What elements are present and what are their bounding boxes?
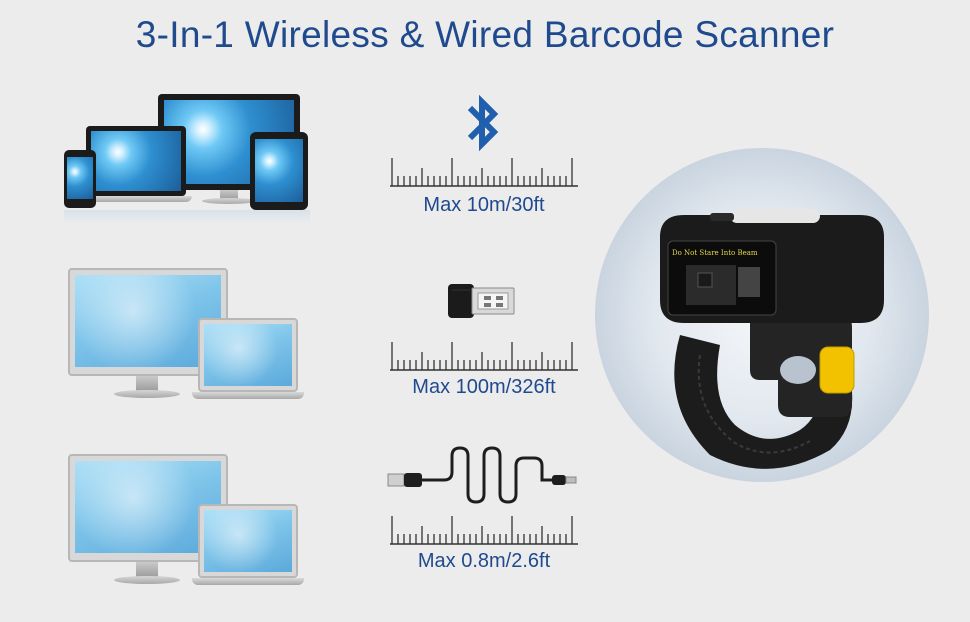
page-title: 3-In-1 Wireless & Wired Barcode Scanner [135,14,835,55]
row-cable: Max 0.8m/2.6ft [0,446,600,622]
ruler-ticks [390,158,578,187]
phone-image [64,150,96,208]
row-bluetooth: Max 10m/30ft [0,88,600,258]
range-ruler [390,336,578,372]
device-reflection [64,210,310,224]
usb-dongle-icon [448,280,516,322]
trigger-button [819,346,855,394]
ruler-ticks [390,342,578,371]
ring-scanner-image: Do Not Stare Into Beam [640,205,900,475]
range-ruler [390,152,578,188]
range-label-bluetooth: Max 10m/30ft [423,194,545,216]
range-ruler [390,510,578,546]
range-label-dongle: Max 100m/326ft [412,376,556,398]
laptop-image [80,126,192,208]
tablet-image [250,132,308,210]
finger-hole [780,356,816,384]
laptop-image [192,318,304,404]
scanner-warning-text: Do Not Stare Into Beam [672,249,758,257]
usb-cable-icon [386,446,582,506]
ruler-ticks [390,516,578,545]
row-dongle: Max 100m/326ft [0,266,600,436]
bluetooth-icon [456,88,508,158]
range-label-cable: Max 0.8m/2.6ft [417,550,551,572]
laptop-image [192,504,304,590]
